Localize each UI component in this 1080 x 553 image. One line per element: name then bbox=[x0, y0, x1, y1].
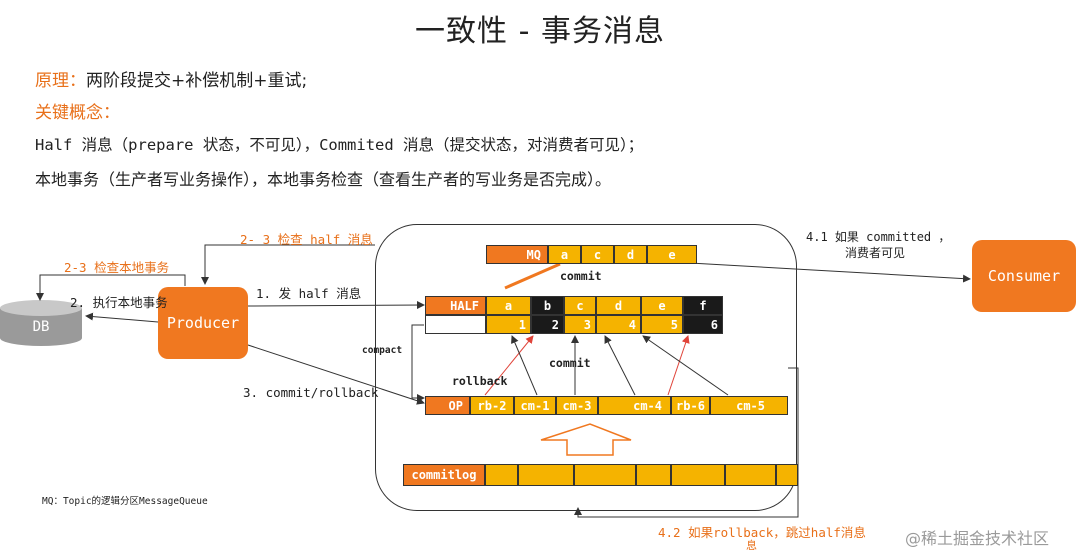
half-row: HALF a b c d e f bbox=[425, 296, 723, 315]
half-offset: 6 bbox=[683, 315, 723, 334]
edge-send-half bbox=[247, 301, 425, 310]
consumer-node: Consumer bbox=[972, 240, 1076, 312]
half-cell: b bbox=[531, 296, 564, 315]
half-cell: f bbox=[683, 296, 723, 315]
label-rollback: rollback bbox=[452, 374, 508, 388]
label-if-committed-2: 消费者可见 bbox=[845, 246, 906, 260]
label-commit-rollback: 3. commit/rollback bbox=[243, 385, 379, 400]
principle-label: 原理： bbox=[35, 71, 86, 91]
broker-box bbox=[375, 224, 797, 511]
label-commit-top: commit bbox=[560, 269, 602, 283]
edge-rollback-skip bbox=[574, 367, 799, 518]
label-check-half: 2- 3 检查 half 消息 bbox=[240, 232, 373, 247]
label-send-half: 1. 发 half 消息 bbox=[256, 286, 362, 301]
label-if-committed-1: 4.1 如果 committed ， bbox=[806, 230, 951, 244]
principle-line: 原理：两阶段提交+补偿机制+重试; bbox=[35, 66, 307, 91]
mq-cell: e bbox=[647, 245, 697, 264]
label-if-rollback-1: 4.2 如果rollback，跳过half消息 bbox=[658, 525, 866, 540]
op-cell: cm-5 bbox=[710, 396, 788, 415]
commitlog-label: commitlog bbox=[403, 464, 485, 486]
mq-cell: c bbox=[581, 245, 614, 264]
mq-row-label: MQ bbox=[486, 245, 548, 264]
half-offset: 2 bbox=[531, 315, 564, 334]
op-row: OP rb-2 cm-1 cm-3 cm-4 rb-6 cm-5 bbox=[425, 396, 788, 415]
label-commit-mid: commit bbox=[549, 356, 591, 370]
op-cell: cm-3 bbox=[556, 396, 598, 415]
label-if-rollback-2: 息 bbox=[746, 539, 757, 552]
half-offset: 5 bbox=[641, 315, 683, 334]
half-offset: 4 bbox=[596, 315, 641, 334]
half-cell: a bbox=[486, 296, 531, 315]
edge-commit-orange bbox=[504, 262, 561, 290]
db-cylinder bbox=[0, 300, 82, 346]
half-offset: 3 bbox=[564, 315, 596, 334]
concept-line-2: 本地事务（生产者写业务操作），本地事务检查（查看生产者的写业务是否完成）。 bbox=[35, 170, 612, 189]
db-label: DB bbox=[32, 319, 50, 335]
edge-commit-rollback bbox=[247, 344, 425, 405]
half-offset-row: 1 2 3 4 5 6 bbox=[425, 315, 723, 334]
label-compact: compact bbox=[362, 345, 403, 356]
producer-node: Producer bbox=[158, 287, 248, 359]
commitlog-row: commitlog bbox=[403, 464, 798, 486]
edge-compact bbox=[411, 324, 425, 402]
half-cell: c bbox=[564, 296, 596, 315]
op-cell: cm-4 bbox=[598, 396, 671, 415]
op-cell: rb-6 bbox=[671, 396, 710, 415]
edge-check-local bbox=[36, 274, 186, 301]
page-title: 一致性 - 事务消息 bbox=[415, 14, 665, 49]
concept-line-1: Half 消息（prepare 状态，不可见），Commited 消息（提交状态… bbox=[35, 136, 644, 154]
half-row-label: HALF bbox=[425, 296, 486, 315]
edge-check-half bbox=[201, 244, 375, 285]
principle-text: 两阶段提交+补偿机制+重试; bbox=[86, 71, 308, 91]
op-cell: cm-1 bbox=[514, 396, 556, 415]
footnote: MQ：Topic的逻辑分区MessageQueue bbox=[42, 496, 208, 507]
key-concepts-label: 关键概念： bbox=[35, 103, 120, 123]
op-cell: rb-2 bbox=[470, 396, 514, 415]
watermark: @稀土掘金技术社区 bbox=[905, 529, 1050, 548]
op-row-label: OP bbox=[425, 396, 470, 415]
mq-cell: a bbox=[548, 245, 581, 264]
half-cell: e bbox=[641, 296, 683, 315]
mq-row: MQ a c d e bbox=[486, 245, 697, 264]
label-exec-local: 2. 执行本地事务 bbox=[70, 295, 168, 310]
mq-cell: d bbox=[614, 245, 647, 264]
up-arrow-icon bbox=[540, 423, 632, 456]
edge-exec-local bbox=[85, 312, 159, 323]
label-check-local: 2-3 检查本地事务 bbox=[64, 260, 170, 275]
half-offset: 1 bbox=[486, 315, 531, 334]
half-cell: d bbox=[596, 296, 641, 315]
edge-to-consumer bbox=[689, 262, 971, 283]
